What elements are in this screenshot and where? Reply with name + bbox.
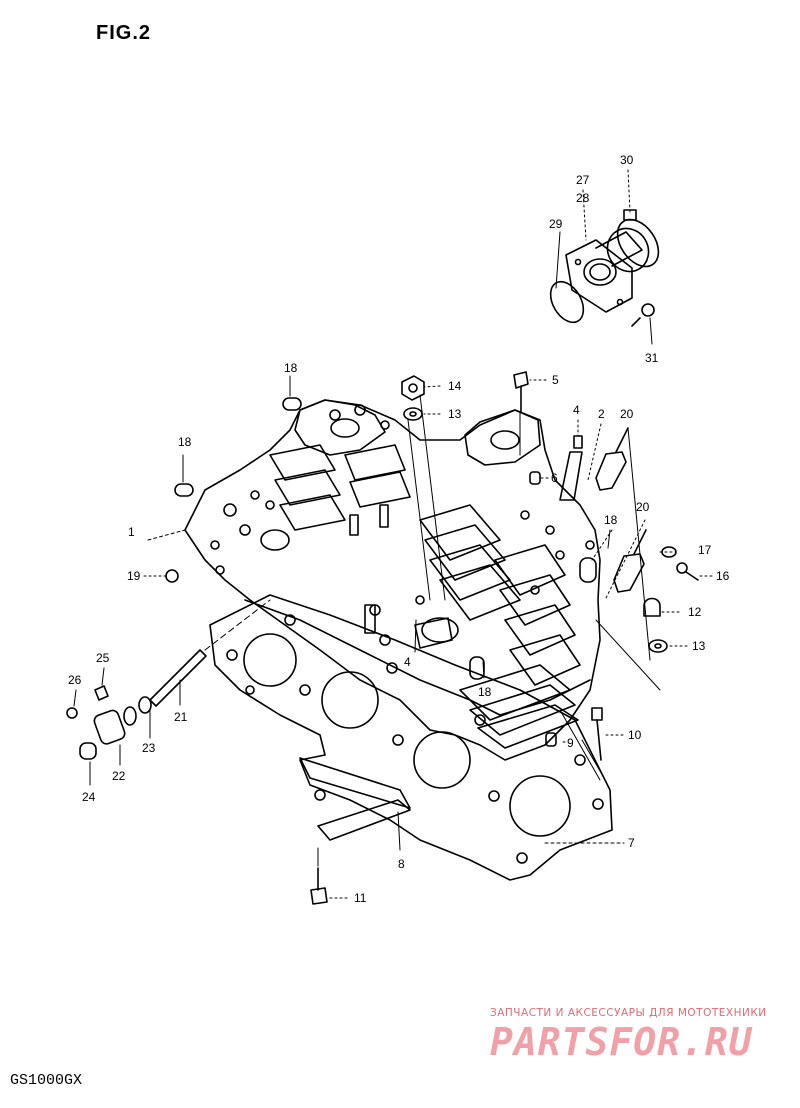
callout-13b: 13 bbox=[692, 639, 706, 653]
callout-10: 10 bbox=[628, 728, 642, 742]
bolt-10-part bbox=[591, 707, 603, 761]
washer-23-part bbox=[138, 696, 152, 714]
plug-9-part bbox=[545, 732, 557, 747]
callout-24: 24 bbox=[82, 790, 96, 804]
callout-8: 8 bbox=[398, 857, 405, 871]
callout-30: 30 bbox=[620, 153, 634, 167]
callout-9: 9 bbox=[567, 736, 574, 750]
nut-14-part bbox=[401, 375, 425, 401]
figure-title: FIG.2 bbox=[96, 22, 152, 44]
callout-18c: 18 bbox=[604, 513, 618, 527]
plug-6-part bbox=[529, 471, 541, 485]
cap-nut-12-part bbox=[643, 597, 661, 617]
callout-19: 19 bbox=[127, 569, 141, 583]
bolt-16-part bbox=[676, 562, 699, 581]
plug-18-part bbox=[174, 397, 597, 680]
callout-29: 29 bbox=[549, 217, 563, 231]
bolt-11-part bbox=[310, 867, 328, 905]
bolt-5-part bbox=[513, 371, 529, 413]
callout-1: 1 bbox=[128, 525, 135, 539]
callout-31: 31 bbox=[645, 351, 659, 365]
o-ring-part bbox=[549, 280, 585, 324]
cylinder-head-body bbox=[184, 399, 601, 761]
callout-22: 22 bbox=[112, 769, 126, 783]
callout-23: 23 bbox=[142, 741, 156, 755]
callout-18d: 18 bbox=[478, 685, 492, 699]
spark-plug-20b-part bbox=[613, 529, 647, 593]
callout-12: 12 bbox=[688, 605, 702, 619]
guide-2-part bbox=[559, 451, 583, 501]
clamp-part bbox=[616, 209, 660, 268]
callout-7: 7 bbox=[628, 836, 635, 850]
spark-plug-20a-part bbox=[595, 427, 629, 491]
cap-22-part bbox=[93, 706, 137, 745]
callout-17: 17 bbox=[698, 543, 712, 557]
watermark-tagline: ЗАПЧАСТИ И АКСЕССУАРЫ ДЛЯ МОТОТЕХНИКИ bbox=[490, 1007, 767, 1019]
washer-13a-part bbox=[403, 407, 423, 421]
callout-5: 5 bbox=[552, 373, 559, 387]
model-code: GS1000GX bbox=[10, 1072, 83, 1089]
washer-17-part bbox=[661, 546, 677, 558]
callout-20b: 20 bbox=[636, 500, 650, 514]
head-gasket-part bbox=[209, 594, 613, 881]
callout-4b: 4 bbox=[404, 655, 411, 669]
callout-14: 14 bbox=[448, 379, 462, 393]
callout-27: 27 bbox=[576, 173, 590, 187]
cap-24-part bbox=[79, 742, 97, 760]
callout-28: 28 bbox=[576, 191, 590, 205]
callout-18a: 18 bbox=[284, 361, 298, 375]
callout-11: 11 bbox=[354, 891, 367, 905]
cap-19-part bbox=[165, 569, 179, 583]
screw-31-part bbox=[631, 303, 655, 327]
screw-26-part bbox=[66, 707, 78, 719]
callout-16: 16 bbox=[716, 569, 730, 583]
callout-18b: 18 bbox=[178, 435, 192, 449]
washer-13b-part bbox=[648, 639, 668, 653]
callout-21: 21 bbox=[174, 710, 188, 724]
rod-21-part bbox=[149, 649, 207, 707]
callout-2: 2 bbox=[598, 407, 605, 421]
callout-25: 25 bbox=[96, 651, 110, 665]
watermark-logo: PARTSFOR.RU bbox=[490, 1020, 753, 1064]
dowel-4-part bbox=[573, 435, 583, 449]
callout-4a: 4 bbox=[573, 403, 580, 417]
washer-25-part bbox=[94, 685, 109, 701]
callout-6: 6 bbox=[551, 471, 558, 485]
callout-26: 26 bbox=[68, 673, 82, 687]
gasket-strip-part bbox=[299, 757, 411, 841]
callout-labels: 1 2 4 4 5 6 7 8 9 10 11 12 13 13 14 16 1… bbox=[68, 153, 730, 905]
callout-13a: 13 bbox=[448, 407, 462, 421]
callout-20a: 20 bbox=[620, 407, 634, 421]
leader-lines bbox=[73, 169, 713, 899]
